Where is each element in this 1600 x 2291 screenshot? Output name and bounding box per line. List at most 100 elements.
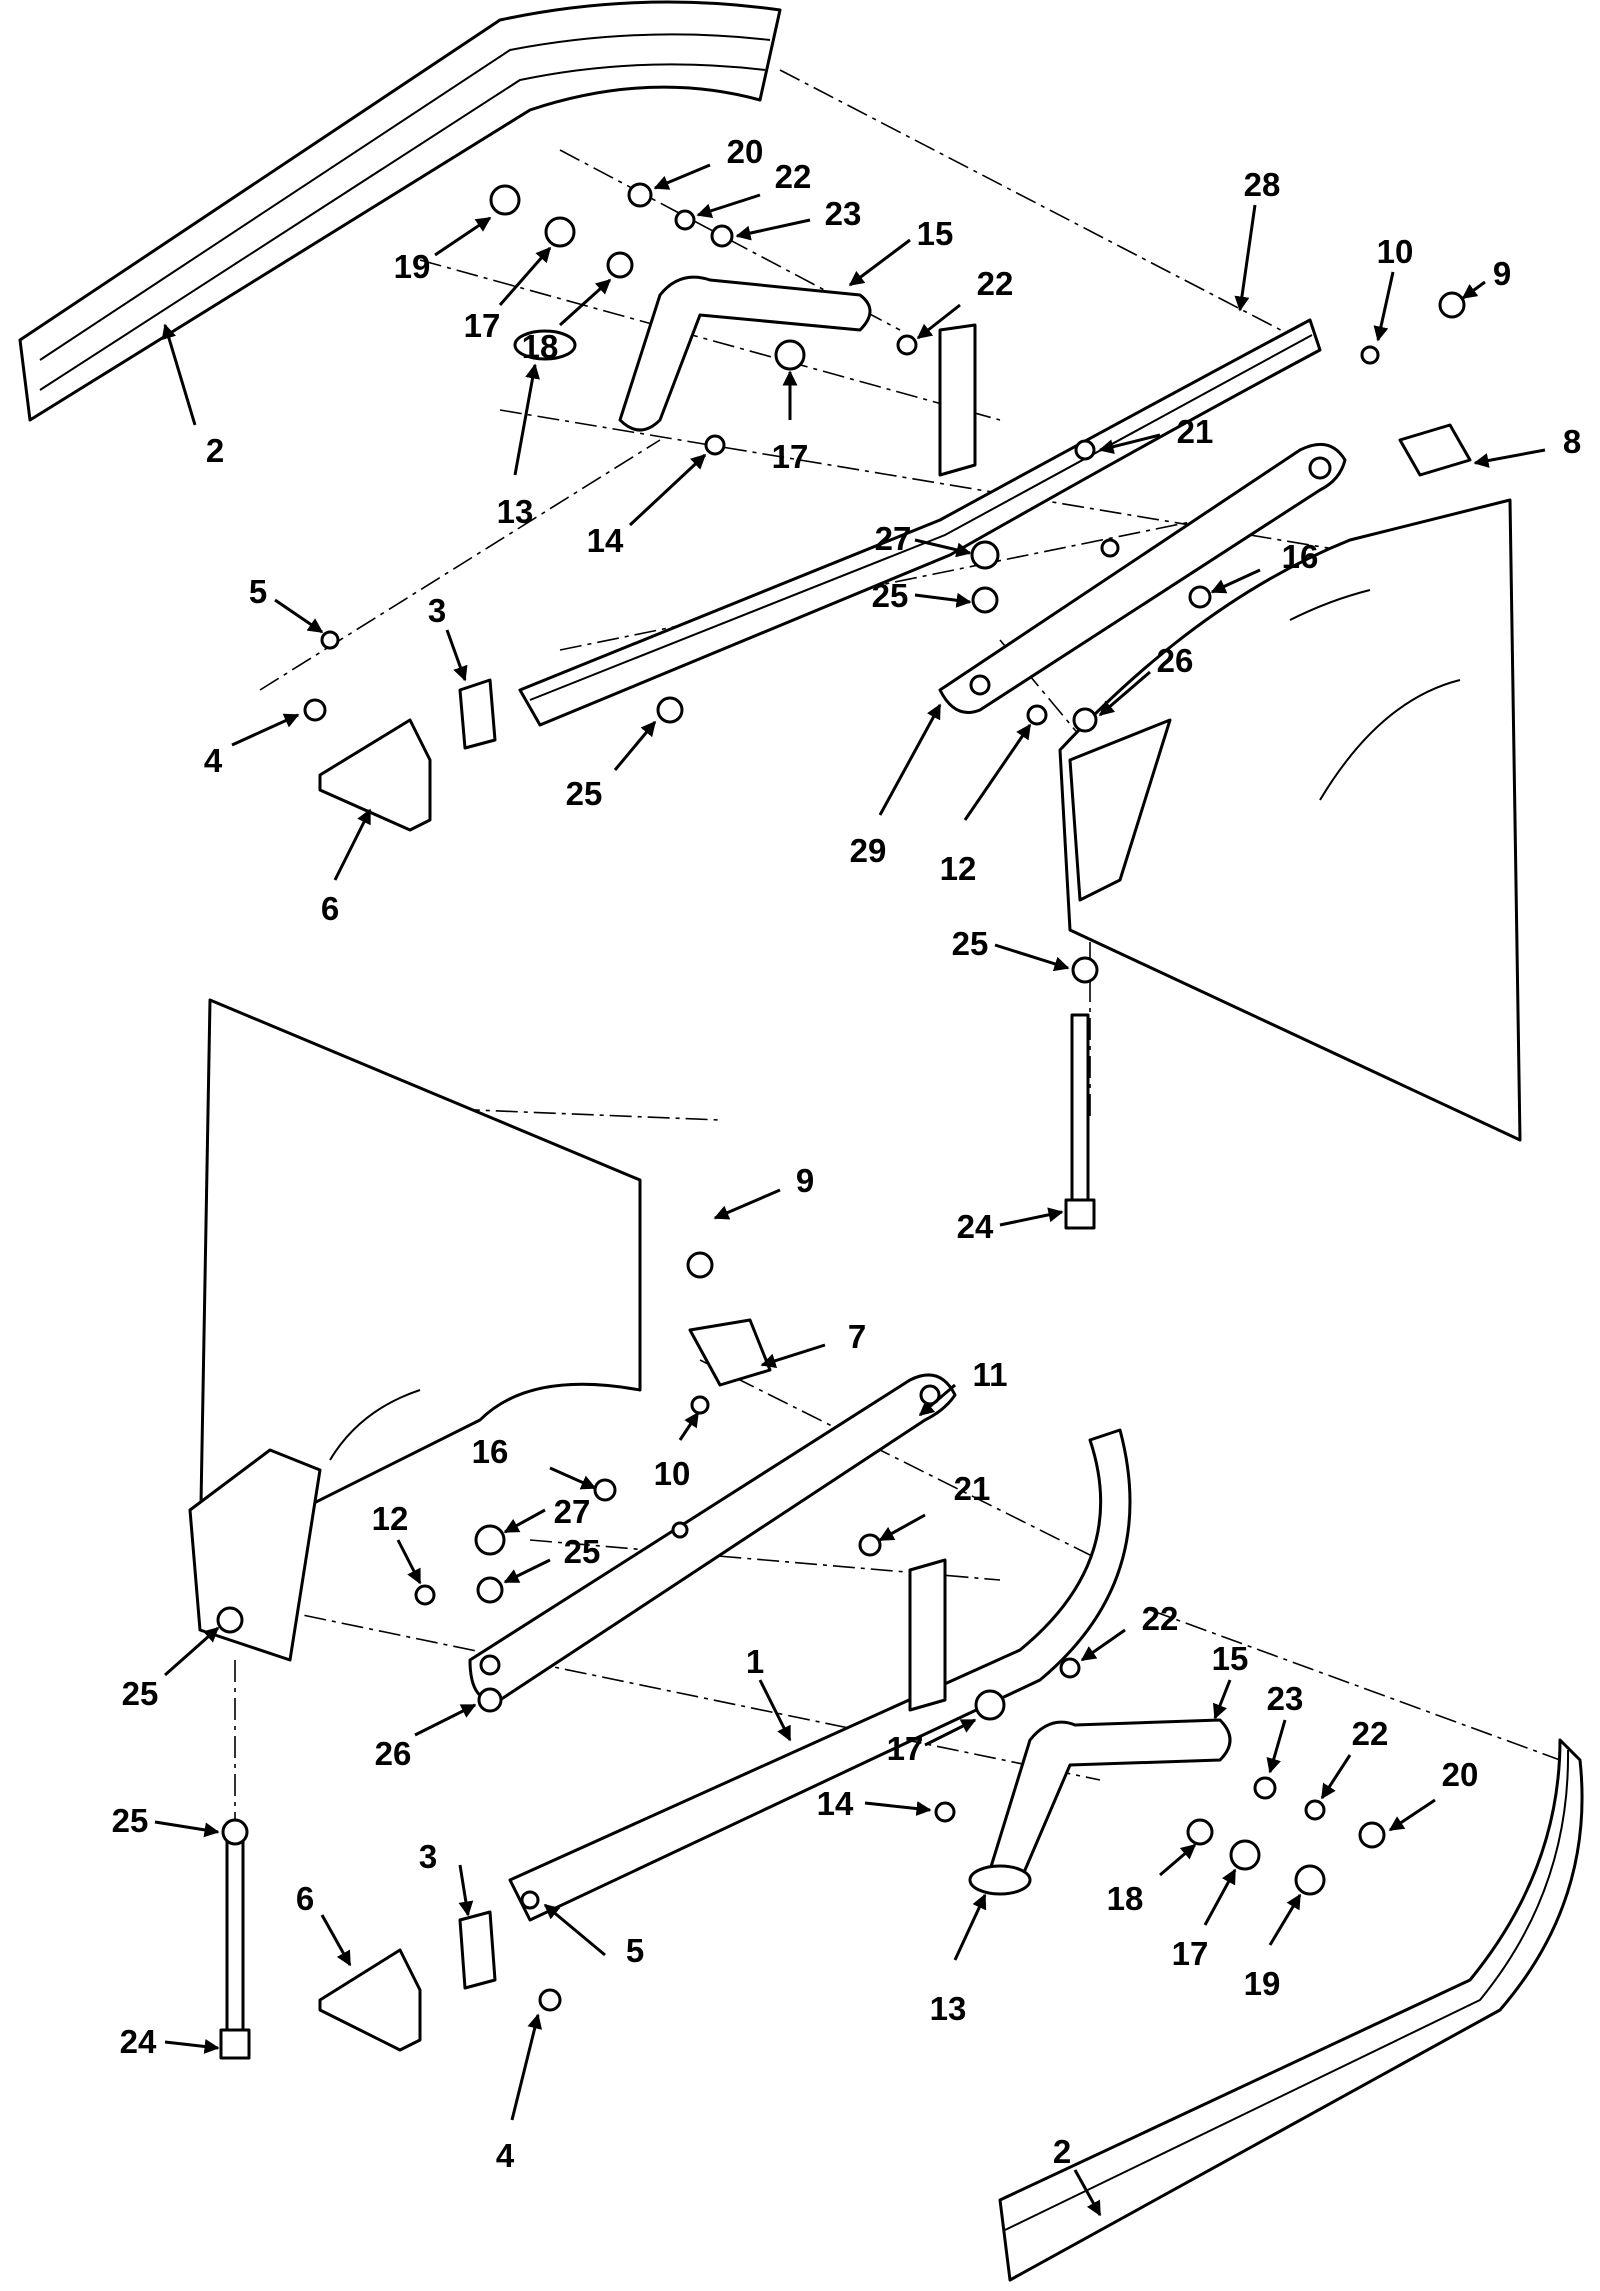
- moldboard-bottom: [198, 998, 642, 1562]
- callout: 10: [654, 1411, 700, 1492]
- callout: 27: [875, 520, 972, 558]
- hardware-9: [1438, 291, 1466, 319]
- hardware-22b: [1304, 1799, 1326, 1821]
- hardware-20: [1358, 1821, 1386, 1849]
- callout-label: 4: [496, 2137, 515, 2174]
- callout-label: 4: [204, 742, 223, 779]
- bottom-assembly: [188, 998, 1584, 2282]
- wear-strip-groove: [39, 63, 766, 391]
- callout-label: 16: [472, 1433, 509, 1470]
- callout-label: 24: [957, 1208, 994, 1245]
- callout-label: 22: [1352, 1715, 1389, 1752]
- callout: 28: [1234, 166, 1280, 312]
- callout: 3: [428, 592, 468, 682]
- callout-label: 2: [206, 432, 224, 469]
- hardware-26: [477, 1687, 503, 1713]
- callout-label: 9: [1493, 255, 1511, 292]
- top-assembly: [18, 0, 1522, 1230]
- callout-label: 19: [394, 248, 431, 285]
- callout: 25: [566, 720, 657, 812]
- callout: 3: [419, 1838, 474, 1917]
- callout: 7: [760, 1318, 866, 1369]
- callout-label: 5: [249, 573, 267, 610]
- callout: 12: [372, 1500, 422, 1585]
- callout: 22: [696, 158, 811, 218]
- hardware-22b: [896, 334, 918, 356]
- callout: 14: [587, 453, 707, 559]
- hardware-5: [320, 630, 340, 650]
- hardware-20: [627, 182, 653, 208]
- assembly-line: [419, 259, 1001, 421]
- assembly-line: [1149, 1609, 1561, 1761]
- callout: 17: [887, 1718, 977, 1767]
- callout: 26: [375, 1703, 477, 1772]
- plow-frame-edge: [529, 334, 1313, 701]
- hardware-16: [593, 1478, 617, 1502]
- callout-label: 14: [587, 522, 624, 559]
- hardware-19: [489, 184, 521, 216]
- hardware-25b: [216, 1606, 244, 1634]
- bracket-6-top: [318, 718, 432, 832]
- callout-label: 17: [887, 1730, 924, 1767]
- callout: 13: [930, 1893, 987, 2027]
- hardware-14: [704, 434, 726, 456]
- callout-label: 14: [817, 1785, 854, 1822]
- hardware-27: [970, 540, 1000, 570]
- hardware-25b: [656, 696, 684, 724]
- callout-label: 17: [1172, 1935, 1209, 1972]
- callout: 18: [1107, 1843, 1197, 1917]
- callout: 5: [249, 573, 324, 634]
- callout: 19: [1244, 1893, 1302, 2002]
- callout: 9: [1461, 255, 1511, 300]
- callout-label: 6: [296, 1880, 314, 1917]
- callout: 24: [120, 2023, 220, 2060]
- callout: 15: [1212, 1640, 1248, 1720]
- hardware-14: [934, 1801, 956, 1823]
- callout-label: 6: [321, 890, 339, 927]
- callout: 12: [940, 723, 1032, 887]
- moldboard-rib: [1319, 679, 1461, 801]
- hardware-5: [520, 1890, 540, 1910]
- hardware-10: [1360, 345, 1380, 365]
- callout: 4: [496, 2013, 543, 2174]
- mount-plate: [908, 1558, 947, 1712]
- arm-hole: [671, 1521, 689, 1539]
- moldboard-rib: [329, 1389, 421, 1461]
- callout: 2: [161, 323, 224, 469]
- callout-label: 25: [122, 1675, 159, 1712]
- hardware-23: [710, 224, 734, 248]
- assembly-line: [229, 1599, 1101, 1781]
- hardware-26: [1072, 707, 1098, 733]
- callout-label: 10: [654, 1455, 691, 1492]
- callout-label: 27: [875, 520, 912, 557]
- callout: 14: [817, 1785, 932, 1822]
- callout-label: 25: [952, 925, 989, 962]
- arm-hole: [479, 1654, 501, 1676]
- callout: 8: [1473, 423, 1581, 468]
- callout: 21: [1098, 413, 1213, 455]
- callout: 27: [503, 1493, 590, 1534]
- callout: 25: [952, 925, 1070, 972]
- hardware-17b: [1229, 1839, 1261, 1871]
- hardware-13: [513, 329, 577, 361]
- callout: 22: [1080, 1600, 1178, 1662]
- hardware-12: [414, 1584, 436, 1606]
- callout-label: 8: [1563, 423, 1581, 460]
- bolt-24-bottom: [225, 1838, 245, 2037]
- callout: 17: [772, 370, 808, 475]
- assembly-line: [699, 1359, 1101, 1561]
- callout-label: 18: [522, 328, 559, 365]
- wear-strip-groove: [39, 33, 771, 361]
- hardware-17: [544, 216, 576, 248]
- hardware-23: [1253, 1776, 1277, 1800]
- hardware-12: [1026, 704, 1048, 726]
- assembly-line: [259, 439, 661, 691]
- mount-plate: [938, 323, 977, 477]
- hardware-25: [476, 1576, 504, 1604]
- hardware-21: [1074, 439, 1096, 461]
- hardware-19: [1294, 1864, 1326, 1896]
- callout-label: 12: [940, 850, 977, 887]
- push-arm-11: [468, 1373, 957, 1702]
- callout-label: 3: [419, 1838, 437, 1875]
